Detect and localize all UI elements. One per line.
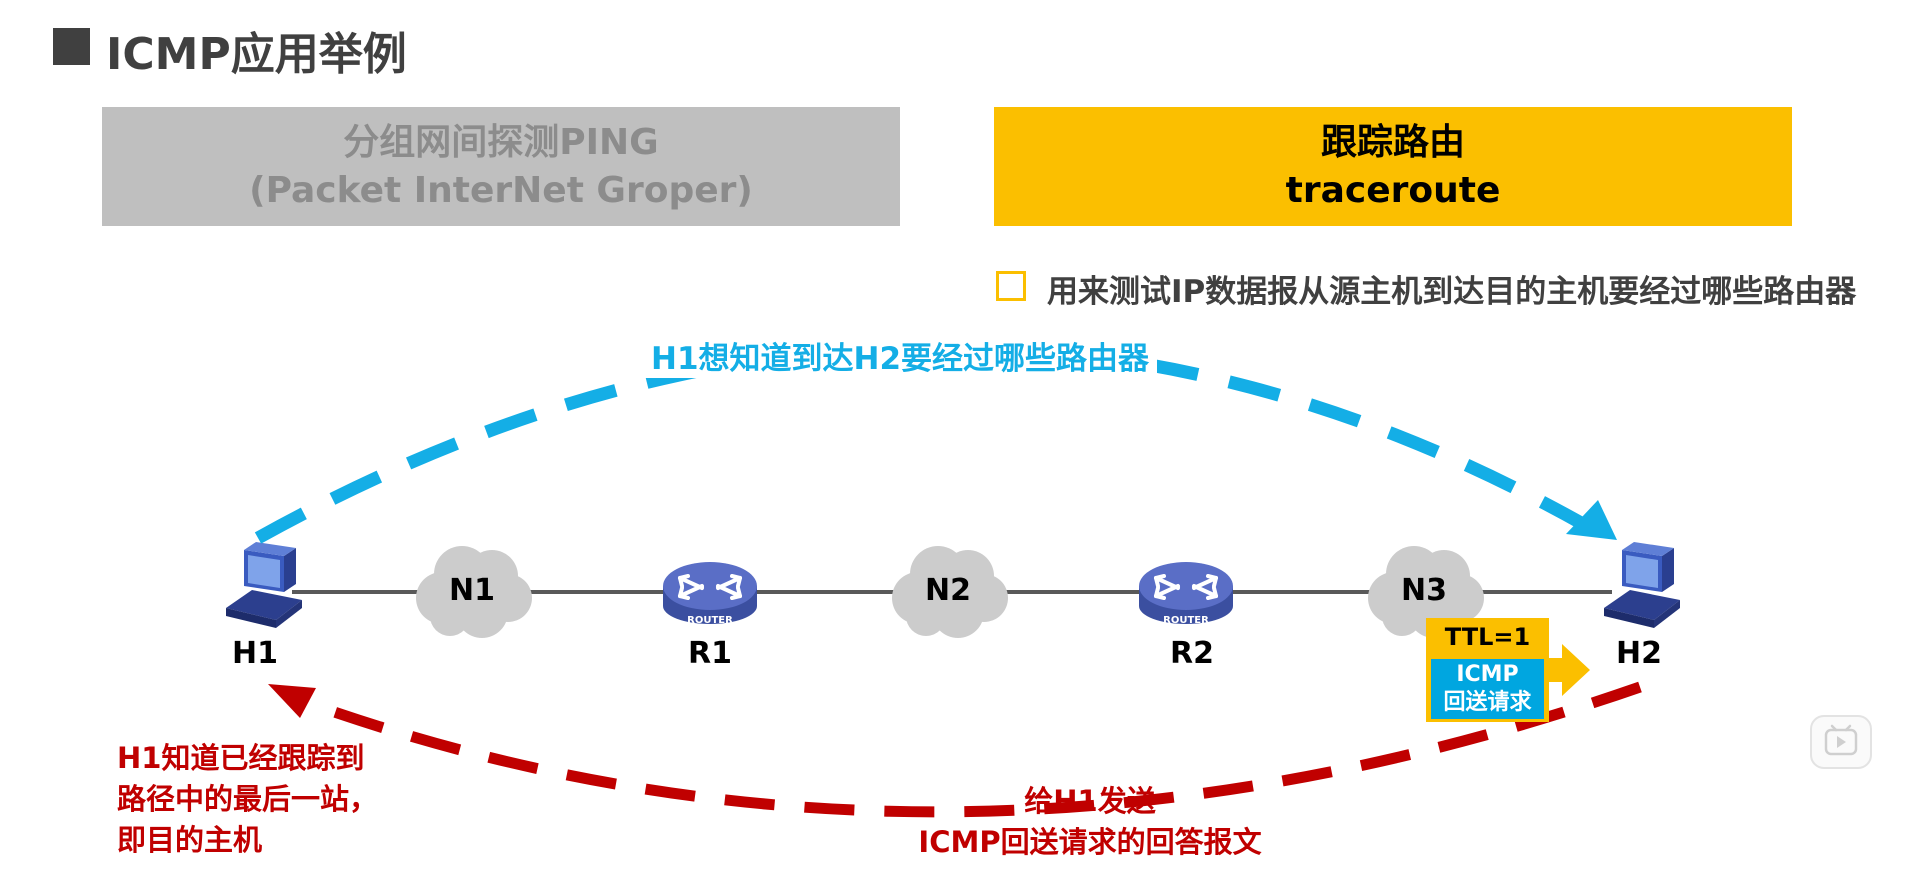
red-bottom-line2: ICMP回送请求的回答报文 <box>918 825 1262 859</box>
red-left-line2: 路径中的最后一站， <box>117 782 379 816</box>
ping-box-subtitle: (Packet InterNet Groper) <box>249 169 753 211</box>
router-r2-label: R2 <box>1170 636 1214 671</box>
ttl-label: TTL=1 <box>1426 618 1549 656</box>
router-r2-tag: ROUTER <box>1163 615 1209 626</box>
router-r1-label: R1 <box>688 636 732 671</box>
red-left-line3: 即目的主机 <box>117 823 263 857</box>
page-title: ICMP应用举例 <box>106 29 407 80</box>
host-h1-label: H1 <box>232 636 278 671</box>
traceroute-box-title: 跟踪路由 <box>1320 121 1465 163</box>
host-h1-icon <box>226 542 302 628</box>
red-dashed-arc <box>298 681 1642 818</box>
title-bullet-square <box>53 28 90 65</box>
red-arrowhead-icon <box>268 684 316 718</box>
icmp-packet-line1: ICMP <box>1456 662 1519 687</box>
bullet-square-icon <box>996 271 1026 301</box>
blue-arrowhead-icon <box>1566 500 1617 540</box>
red-bottom-label: 给H1发送 ICMP回送请求的回答报文 <box>780 781 1400 863</box>
cloud-n1-label: N1 <box>449 573 495 608</box>
router-r1-tag: ROUTER <box>687 615 733 626</box>
video-play-button[interactable] <box>1810 715 1872 769</box>
icmp-packet: ICMP 回送请求 <box>1426 656 1549 722</box>
ping-box: 分组网间探测PING (Packet InterNet Groper) <box>102 107 900 226</box>
cloud-n3-label: N3 <box>1401 573 1447 608</box>
host-h2-icon <box>1604 542 1680 628</box>
blue-arc-label: H1想知道到达H2要经过哪些路由器 <box>643 333 1158 378</box>
cloud-n2-label: N2 <box>925 573 971 608</box>
red-left-line1: H1知道已经跟踪到 <box>117 741 365 775</box>
host-h2-label: H2 <box>1616 636 1662 671</box>
icmp-packet-line2: 回送请求 <box>1443 690 1532 715</box>
traceroute-box: 跟踪路由 traceroute <box>994 107 1792 226</box>
ping-box-title: 分组网间探测PING <box>343 121 659 163</box>
icmp-packet-inner: ICMP 回送请求 <box>1431 659 1544 719</box>
traceroute-box-subtitle: traceroute <box>1285 169 1501 211</box>
red-left-label: H1知道已经跟踪到 路径中的最后一站， 即目的主机 <box>117 738 378 861</box>
bullet-text: 用来测试IP数据报从源主机到达目的主机要经过哪些路由器 <box>1047 274 1857 310</box>
play-icon <box>1824 724 1858 756</box>
red-bottom-line1: 给H1发送 <box>1024 784 1156 818</box>
packet-direction-arrow-icon <box>1549 644 1590 696</box>
